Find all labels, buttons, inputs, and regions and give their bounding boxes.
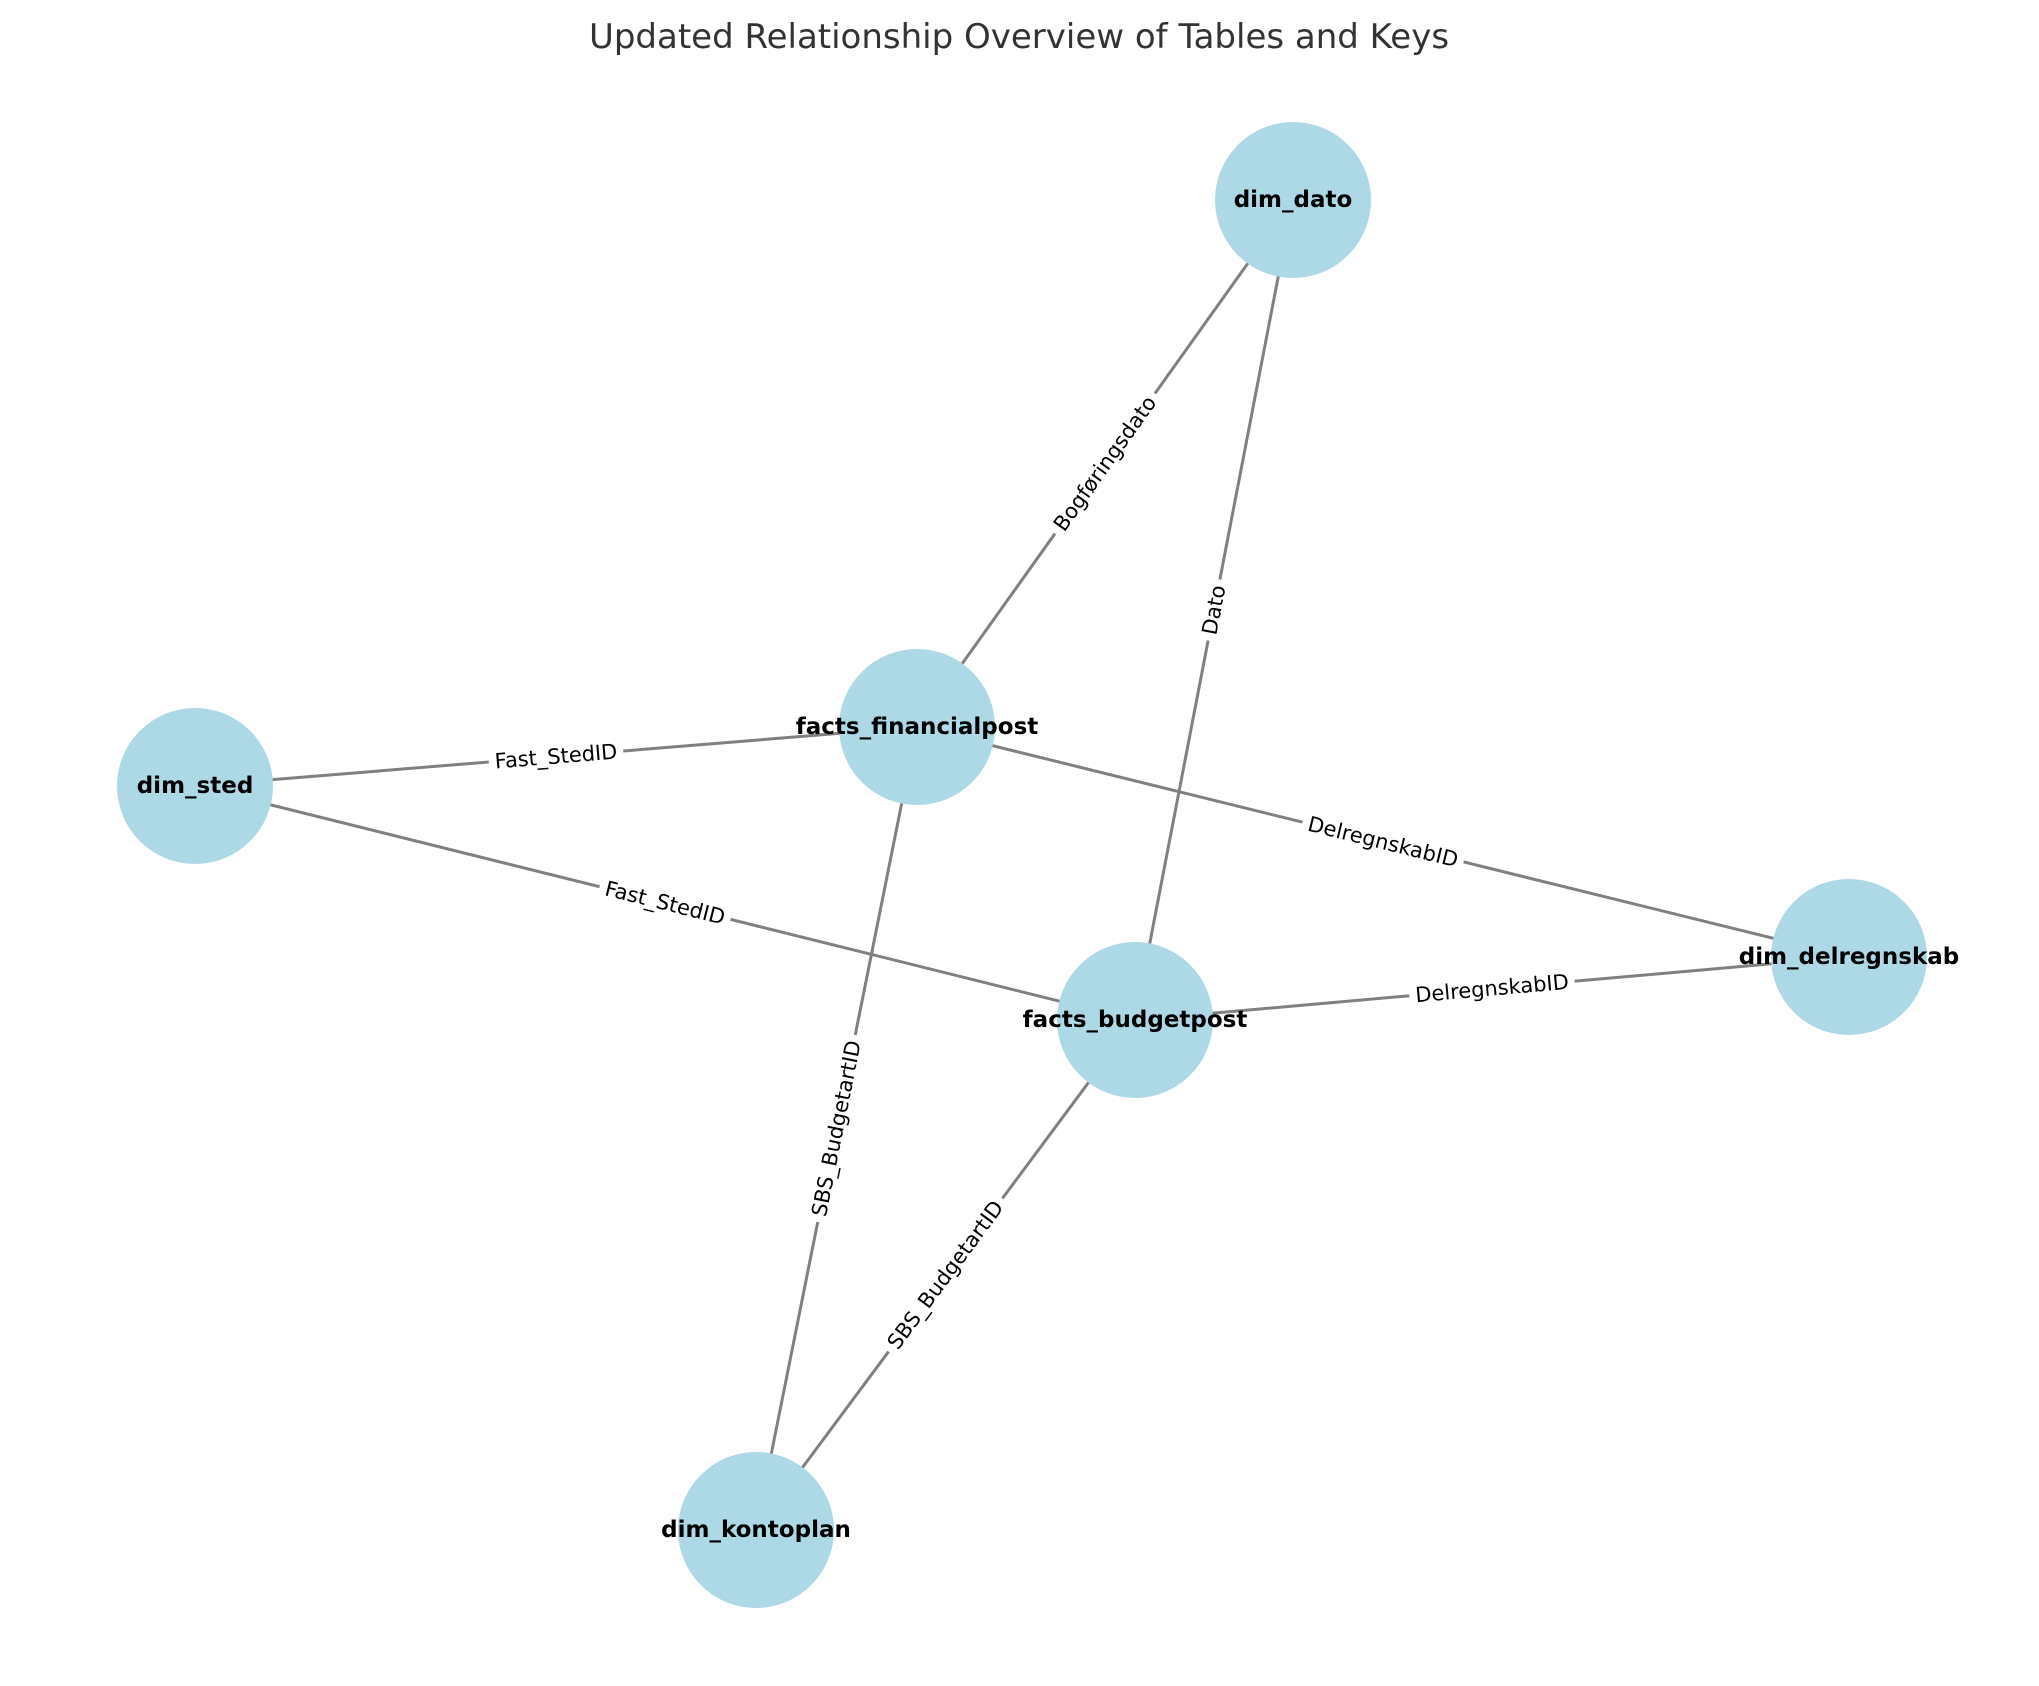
edge-label: Bogføringsdato — [1049, 391, 1162, 535]
edge-label-background — [1299, 808, 1467, 876]
edge-label-background — [1043, 385, 1167, 542]
node-circle — [678, 1452, 834, 1608]
edge-label-background — [487, 737, 625, 777]
node-circle — [1057, 942, 1213, 1098]
edge-label-group: SBS_BudgetartID — [804, 1032, 870, 1226]
node-circle — [839, 649, 995, 805]
node-facts_budgetpost: facts_budgetpost — [1023, 942, 1248, 1098]
edges-layer — [194, 199, 1850, 1531]
edge-label-background — [877, 1190, 1015, 1361]
node-label: dim_delregnskab — [1739, 944, 1960, 970]
node-label: facts_budgetpost — [1023, 1007, 1248, 1033]
edge-label-group: DelregnskabID — [1408, 967, 1576, 1010]
node-circle — [117, 708, 273, 864]
edge-label-background — [1408, 967, 1576, 1010]
edge-label-group: Bogføringsdato — [1043, 385, 1167, 542]
edge-label-group: Dato — [1194, 576, 1234, 644]
edge-label: Dato — [1197, 583, 1230, 637]
diagram-title: Updated Relationship Overview of Tables … — [589, 17, 1449, 57]
node-label: dim_kontoplan — [661, 1517, 851, 1543]
edge-label-group: SBS_BudgetartID — [877, 1190, 1015, 1361]
node-dim_sted: dim_sted — [117, 708, 273, 864]
edge-label-background — [595, 873, 734, 934]
edge-label: SBS_BudgetartID — [883, 1196, 1010, 1354]
node-label: dim_dato — [1234, 187, 1353, 213]
nodes-layer: dim_dato facts_financialpost dim_sted dim_d… — [117, 122, 1959, 1608]
edge-label: Fast_StedID — [602, 877, 727, 931]
edge-label-group: Fast_StedID — [595, 873, 734, 934]
edge-label-group: DelregnskabID — [1299, 808, 1467, 876]
edge-label-group: Fast_StedID — [487, 737, 625, 777]
edge-label-background — [804, 1032, 870, 1226]
node-dim_dato: dim_dato — [1215, 122, 1371, 278]
edge-label-background — [1194, 576, 1234, 644]
node-circle — [1771, 879, 1927, 1035]
node-dim_delregnskab: dim_delregnskab — [1739, 879, 1960, 1035]
node-label: facts_financialpost — [796, 714, 1039, 740]
node-facts_financialpost: facts_financialpost — [796, 649, 1039, 805]
node-label: dim_sted — [137, 773, 254, 799]
node-dim_kontoplan: dim_kontoplan — [661, 1452, 851, 1608]
node-circle — [1215, 122, 1371, 278]
